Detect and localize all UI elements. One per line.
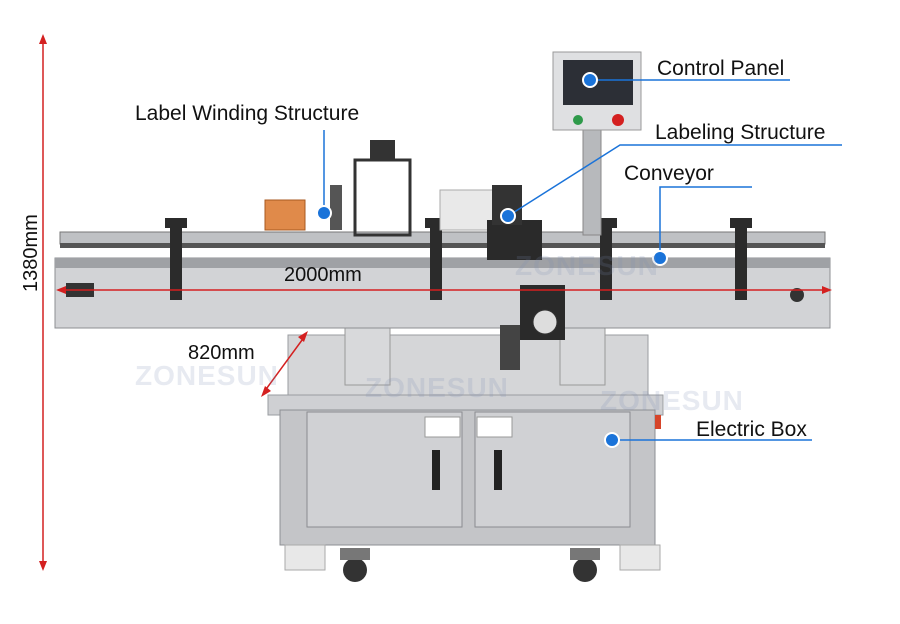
label-winding-structure [264,140,496,237]
callout-dot-conveyor [652,250,668,266]
callout-control-panel: Control Panel [657,57,785,80]
control-panel-unit [552,51,642,236]
dimension-height-label: 1380mm [20,214,42,292]
electric-box [267,334,664,546]
callout-dots [316,72,668,448]
watermark: ZONESUN [600,385,744,416]
depth-dimension-arrow [261,331,308,397]
conveyor-frame [54,231,831,329]
watermark: ZONESUN [135,360,279,391]
watermark: ZONESUN [515,250,659,281]
callout-labeling-structure: Labeling Structure [655,121,826,144]
height-dimension-arrow [39,34,47,571]
callout-dot-control-panel [582,72,598,88]
callout-dot-labeling [500,208,516,224]
dimension-depth-label: 820mm [188,342,255,364]
callout-electric-box: Electric Box [696,418,807,441]
casters [284,544,661,582]
callout-conveyor: Conveyor [624,162,714,185]
rail-brackets [165,218,752,300]
callout-lines [323,79,842,441]
length-dimension-arrow [56,286,832,294]
callout-dot-electric-box [604,432,620,448]
watermark: ZONESUN [365,372,509,403]
callout-label-winding-structure: Label Winding Structure [135,102,360,125]
dimension-length-label: 2000mm [284,264,362,286]
callout-dot-label-winding [316,205,332,221]
